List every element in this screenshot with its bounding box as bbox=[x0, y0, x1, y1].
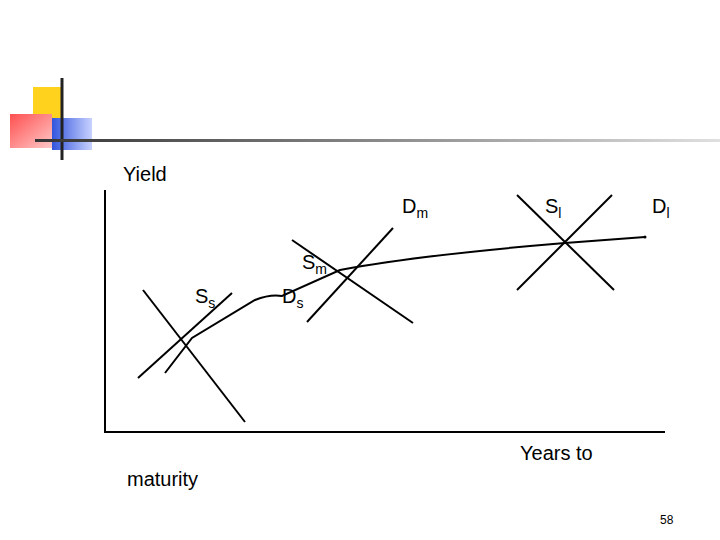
page-number: 58 bbox=[660, 513, 673, 527]
yield-curve bbox=[165, 237, 645, 373]
curve-label: Dm bbox=[402, 194, 428, 222]
demand-line bbox=[307, 228, 393, 322]
curve-label: Ds bbox=[282, 284, 303, 312]
supply-line bbox=[517, 195, 614, 290]
curve-label: Ss bbox=[195, 284, 215, 312]
decor-rule bbox=[61, 78, 64, 160]
decor-square bbox=[10, 114, 52, 148]
demand-line bbox=[143, 290, 245, 422]
decor-rule bbox=[35, 139, 720, 142]
demand-line bbox=[517, 195, 612, 290]
y-axis bbox=[104, 190, 106, 433]
axis-title: Yield bbox=[123, 162, 167, 186]
curve-end bbox=[644, 236, 647, 239]
decor-square bbox=[52, 118, 92, 150]
axis-title: maturity bbox=[127, 467, 198, 491]
curve-label: Sl bbox=[545, 194, 561, 222]
axis-title: Years to bbox=[520, 441, 593, 465]
curve-label: Dl bbox=[652, 194, 670, 222]
decor-square bbox=[33, 87, 63, 118]
supply-line bbox=[138, 293, 232, 378]
curve-label: Sm bbox=[302, 250, 327, 278]
x-axis bbox=[104, 431, 665, 433]
supply-line bbox=[292, 240, 413, 323]
